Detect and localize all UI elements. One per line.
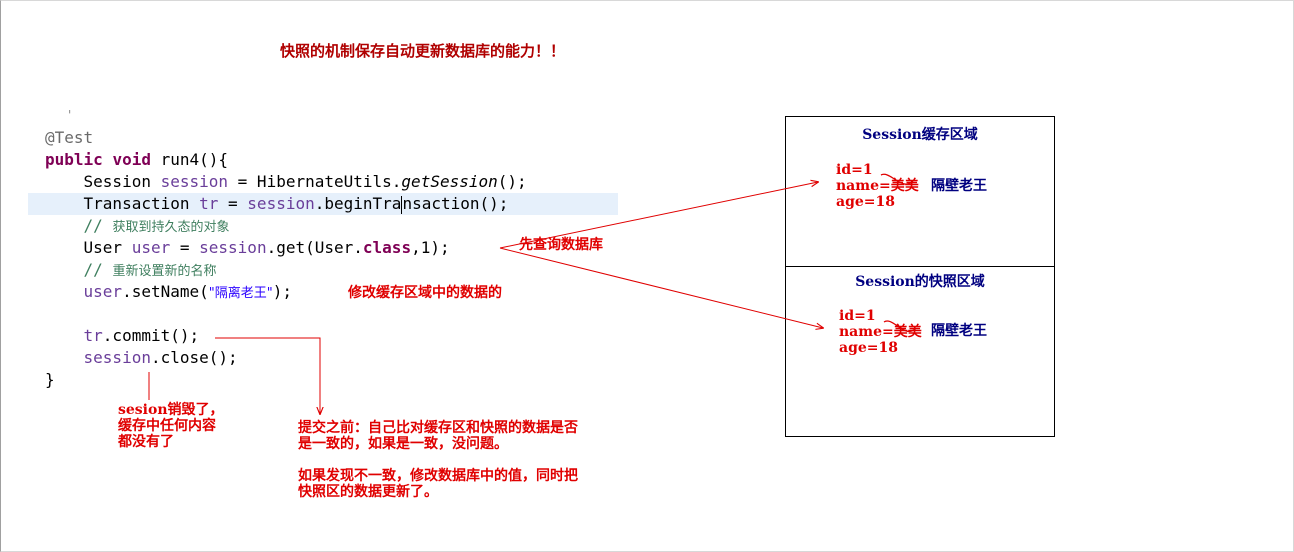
code-line-comment-get-persistent: // 获取到持久态的对象 bbox=[83, 216, 230, 235]
code-line-commit: tr.commit(); bbox=[83, 326, 200, 345]
code-line-closing-brace: } bbox=[45, 370, 55, 389]
code-line-close: session.close(); bbox=[83, 348, 238, 367]
note-modify-cache: 修改缓存区域中的数据的 bbox=[348, 285, 502, 301]
arrow-to-cache bbox=[499, 182, 818, 249]
code-line-begin-transaction: Transaction tr = session.beginTransactio… bbox=[83, 194, 509, 214]
snapshot-new-value: 隔壁老王 bbox=[931, 323, 987, 339]
arrow-commit bbox=[215, 337, 320, 414]
snapshot-box-title: Session的快照区域 bbox=[855, 274, 985, 290]
cache-new-value: 隔壁老王 bbox=[931, 178, 987, 194]
code-line-get-session: Session session = HibernateUtils.getSess… bbox=[83, 172, 527, 191]
diagram-title: 快照的机制保存自动更新数据库的能力！！ bbox=[280, 42, 566, 60]
session-snapshot-box: Session的快照区域 id=1 name=美美 age=18 隔壁老王 bbox=[785, 266, 1055, 437]
cache-box-title: Session缓存区域 bbox=[862, 127, 978, 143]
arrow-to-snapshot bbox=[499, 247, 823, 328]
code-line-comment-set-name: // 重新设置新的名称 bbox=[83, 260, 217, 279]
note-commit-compare: 提交之前：自己比对缓存区和快照的数据是否 是一致的，如果是一致，没问题。 bbox=[298, 420, 578, 452]
note-query-database: 先查询数据库 bbox=[519, 237, 603, 253]
note-session-destroyed: sesion销毁了， 缓存中任何内容 都没有了 bbox=[118, 402, 224, 450]
code-line-annotation: @Test bbox=[45, 128, 94, 147]
strike-snapshot-old-name bbox=[883, 320, 917, 332]
code-line-set-name: user.setName("隔离老王"); bbox=[83, 282, 292, 301]
current-line-highlight bbox=[28, 193, 618, 215]
code-line-method-signature: public void run4(){ bbox=[45, 150, 229, 169]
code-line-session-get: User user = session.get(User.class,1); bbox=[83, 238, 450, 257]
strike-cache-old-name bbox=[880, 173, 914, 185]
note-mismatch-update: 如果发现不一致，修改数据库中的值，同时把 快照区的数据更新了。 bbox=[298, 468, 578, 500]
stray-mark: ' bbox=[68, 108, 72, 122]
text-caret bbox=[401, 195, 403, 214]
